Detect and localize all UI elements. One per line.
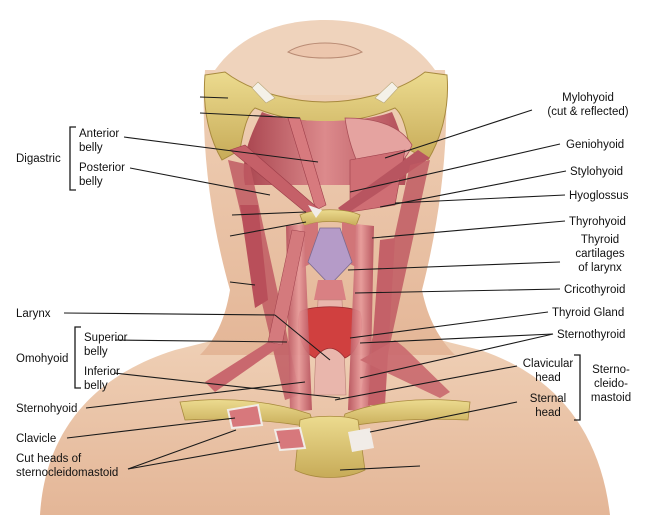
teeth-right	[374, 81, 399, 104]
omohyoid-right	[360, 340, 450, 398]
label-scm-3: mastoid	[591, 392, 631, 404]
label-inferior-belly-2: belly	[84, 380, 108, 392]
label-geniohyoid: Geniohyoid	[566, 139, 624, 151]
label-clavicular-head-2: head	[535, 372, 561, 384]
manubrium	[294, 415, 366, 478]
teeth-left	[251, 81, 276, 104]
left-labels: Digastric Anterior belly Posterior belly…	[16, 128, 128, 479]
label-mylohyoid-2: (cut & reflected)	[547, 106, 628, 118]
label-anterior-belly: Anterior	[79, 128, 119, 140]
omohyoid-inferior	[205, 342, 282, 392]
label-thyroid-cartilage-2: cartilages	[575, 248, 624, 260]
thyroid-cartilage	[307, 227, 353, 286]
omohyoid-bracket	[74, 326, 81, 389]
left-lateral-muscle	[240, 205, 268, 308]
label-mylohyoid: Mylohyoid	[562, 92, 614, 104]
label-thyrohyoid: Thyrohyoid	[569, 216, 626, 228]
label-thyroid-cartilage: Thyroid	[581, 234, 619, 246]
digastric-bracket	[69, 126, 76, 191]
label-larynx: Larynx	[16, 308, 51, 320]
brackets	[69, 126, 581, 421]
label-anterior-belly-2: belly	[79, 142, 103, 154]
label-cut-heads-2: sternocleidomastoid	[16, 467, 118, 479]
neck-illustration	[40, 20, 610, 515]
scm-bracket	[574, 354, 581, 421]
label-omohyoid: Omohyoid	[16, 353, 68, 365]
label-thyroid-gland: Thyroid Gland	[552, 307, 624, 319]
label-superior-belly: Superior	[84, 332, 128, 344]
label-hyoglossus: Hyoglossus	[569, 190, 629, 202]
hyoid-tendon	[308, 205, 322, 218]
cricothyroid-muscle	[314, 280, 346, 300]
label-stylohyoid: Stylohyoid	[570, 166, 623, 178]
label-superior-belly-2: belly	[84, 346, 108, 358]
lips	[287, 42, 363, 59]
cut-head-left	[226, 403, 264, 430]
label-sternohyoid: Sternohyoid	[16, 403, 77, 415]
sternal-head-tendon	[348, 428, 374, 452]
label-cricothyroid: Cricothyroid	[564, 284, 625, 296]
label-sternal-head-2: head	[535, 407, 561, 419]
leader-lines	[63, 96, 567, 471]
sternohyoid-right	[348, 224, 374, 412]
stylohyoid-muscle	[338, 150, 430, 215]
label-scm: Sterno-	[592, 364, 630, 376]
label-posterior-belly: Posterior	[79, 162, 125, 174]
label-clavicle: Clavicle	[16, 433, 56, 445]
label-thyroid-cartilage-3: of larynx	[578, 262, 622, 274]
label-sternothyroid: Sternothyroid	[557, 329, 625, 341]
label-clavicular-head: Clavicular	[523, 358, 574, 370]
label-posterior-belly-2: belly	[79, 176, 103, 188]
label-digastric: Digastric	[16, 153, 61, 165]
label-inferior-belly: Inferior	[84, 366, 120, 378]
cut-head-right	[273, 426, 307, 452]
label-scm-2: cleido-	[594, 378, 628, 390]
label-cut-heads: Cut heads of	[16, 453, 82, 465]
label-sternal-head: Sternal	[530, 393, 566, 405]
right-labels: Mylohyoid (cut & reflected) Geniohyoid S…	[523, 92, 631, 419]
